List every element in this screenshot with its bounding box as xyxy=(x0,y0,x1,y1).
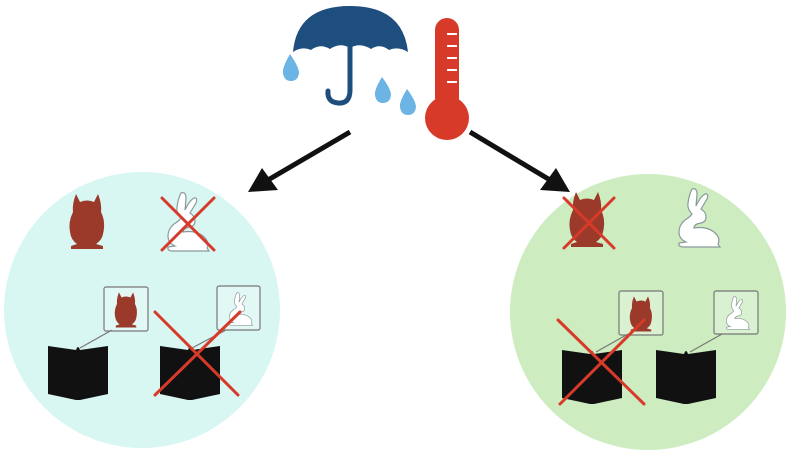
cross-out-icon xyxy=(160,196,216,252)
book-about-owl-crossed xyxy=(556,290,664,406)
rabbit-crossed xyxy=(160,192,216,252)
book-icon xyxy=(562,350,622,404)
owl-icon xyxy=(629,296,652,332)
climate-drivers xyxy=(282,6,469,140)
umbrella-icon xyxy=(293,6,408,106)
speech-bubble xyxy=(595,290,664,353)
raindrop-icons xyxy=(282,54,416,115)
book-about-owl xyxy=(48,286,149,400)
left-scene xyxy=(4,172,280,448)
book-icon xyxy=(656,350,716,404)
speech-bubble xyxy=(79,286,149,349)
cross-out-icon xyxy=(556,318,646,406)
owl-icon xyxy=(114,292,137,328)
book-icon xyxy=(48,346,108,400)
book-icon xyxy=(160,346,220,400)
right-scene xyxy=(510,174,786,450)
cross-out-icon xyxy=(153,310,242,397)
arrow-to-right-scene xyxy=(468,129,570,192)
owl-crossed xyxy=(562,192,616,250)
owl-icon xyxy=(69,194,105,249)
raindrop-icon xyxy=(282,54,299,81)
speech-bubble xyxy=(689,290,759,353)
arrow-to-left-scene xyxy=(248,129,352,192)
thermometer-icon xyxy=(425,18,469,140)
raindrop-icon xyxy=(374,77,391,103)
speech-bubble xyxy=(191,285,261,349)
book-about-rabbit-crossed xyxy=(153,285,261,400)
book-about-rabbit xyxy=(656,290,759,404)
cross-out-icon xyxy=(562,196,616,250)
raindrop-icon xyxy=(399,89,416,115)
